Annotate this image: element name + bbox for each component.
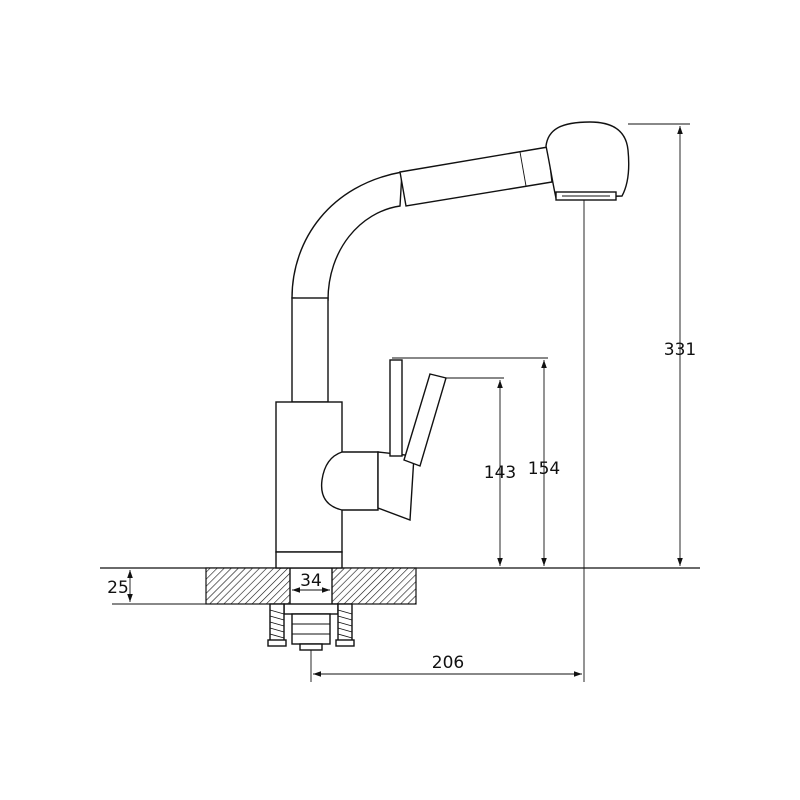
dimension-deck-thickness: 25 xyxy=(107,570,206,605)
spout-pipe xyxy=(291,171,403,301)
right-mounting-stud xyxy=(335,603,355,647)
spout-upper-section xyxy=(399,146,553,207)
lever-arm xyxy=(403,373,447,467)
dimension-label-331: 331 xyxy=(664,340,696,360)
countertop xyxy=(100,567,700,605)
dimension-total-height: 331 xyxy=(628,123,696,566)
countertop-right-section xyxy=(331,567,417,605)
dimension-spout-reach: 206 xyxy=(310,200,585,682)
dimension-label-34: 34 xyxy=(300,571,322,591)
handle-hub xyxy=(320,451,379,511)
faucet xyxy=(275,121,630,569)
dimension-handle-outer: 154 xyxy=(392,357,560,566)
dimension-label-154: 154 xyxy=(528,459,560,479)
lever-rod xyxy=(389,359,403,457)
faucet-neck xyxy=(291,297,329,403)
mounting-hardware xyxy=(267,603,355,651)
dimension-label-25: 25 xyxy=(107,578,129,598)
dimension-mount-hole: 34 xyxy=(292,571,330,593)
spray-head xyxy=(545,121,630,199)
dimension-label-143: 143 xyxy=(484,463,516,483)
dimension-handle-inner: 143 xyxy=(446,377,516,566)
countertop-left-section xyxy=(205,567,291,605)
dimension-label-206: 206 xyxy=(432,653,464,673)
left-mounting-stud xyxy=(267,603,287,647)
faucet-base xyxy=(275,551,343,569)
